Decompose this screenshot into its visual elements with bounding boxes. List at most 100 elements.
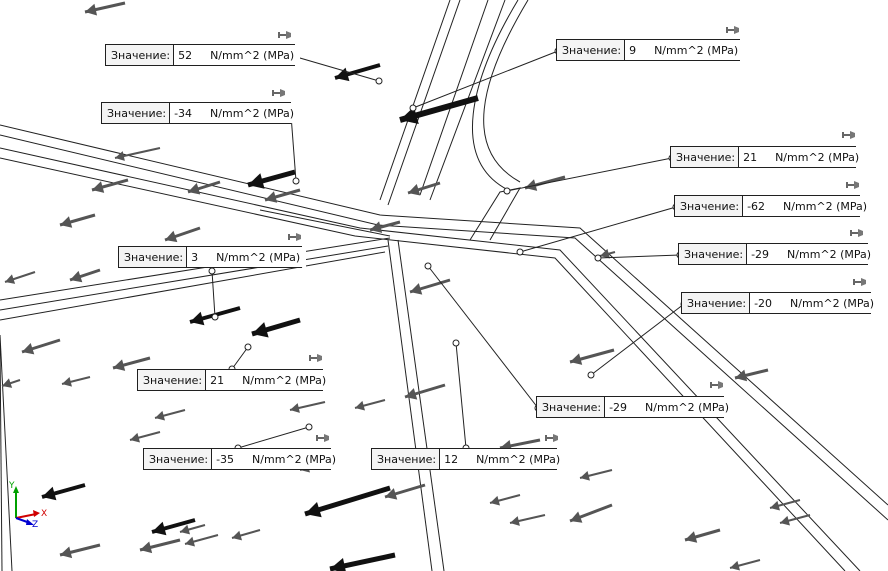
probe-point-marker [375,77,383,85]
stress-arrow [509,514,546,526]
stress-arrow [112,356,151,371]
triad-z-label: Z [32,520,38,528]
pin-icon[interactable] [309,353,323,363]
probe-leader-line [427,265,539,409]
stress-arrow [384,483,426,500]
probe-leader-line [292,55,380,82]
probe-value: -29 [605,397,632,417]
stress-arrow [304,485,391,518]
stress-arrow [329,552,396,571]
pin-icon[interactable] [316,433,330,443]
probe-label: Значение: [119,247,188,267]
probe-unit: N/mm^2 (MPa) [761,147,866,167]
probe-point-marker [503,187,511,195]
probe-point-marker [452,339,460,347]
pin-icon[interactable] [278,30,292,40]
stress-arrow [21,338,61,355]
probe-point-marker [594,254,602,262]
probe-label: Значение: [102,103,171,123]
probe-leader-line [290,114,297,182]
probe-value: 3 [187,247,203,267]
stress-arrow [369,220,401,233]
stress-arrow [179,524,206,535]
pin-icon[interactable] [850,228,864,238]
stress-arrow [779,514,811,526]
probe-point-marker [211,313,219,321]
stress-arrow [59,213,96,228]
stress-arrow [1,378,21,388]
stress-arrow [59,543,101,559]
probe-leader-line [231,346,249,370]
coordinate-triad: Y X Z [8,481,47,528]
probe-label: Значение: [682,293,751,313]
pin-icon[interactable] [846,180,860,190]
probe-unit: N/mm^2 (MPa) [776,293,881,313]
pin-icon[interactable] [710,380,724,390]
pin-icon[interactable] [288,232,302,242]
stress-arrow [154,409,186,421]
stress-arrow [91,178,129,193]
pin-icon[interactable] [726,25,740,35]
stress-arrow [129,431,161,443]
probe-point-marker [292,177,300,185]
probe-value: 12 [440,449,463,469]
probe-unit: N/mm^2 (MPa) [228,370,333,390]
probe-unit: N/mm^2 (MPa) [640,40,745,60]
probe-leader-line [506,157,673,192]
stress-arrows [1,1,811,571]
stress-arrow [247,169,296,189]
probe-label: Значение: [675,196,744,216]
stress-arrow [251,317,301,338]
stress-arrow [164,226,201,243]
probe-point-marker [516,248,524,256]
stress-arrow [734,368,769,382]
stress-arrow [231,529,261,541]
probe-point-marker [305,423,313,431]
probe-leader-line [519,206,677,253]
probe-leader-line [237,426,310,449]
stress-arrow [139,538,181,554]
probe-label: Значение: [557,40,626,60]
probe-unit: N/mm^2 (MPa) [773,244,878,264]
probe-leader-line [597,254,681,259]
pin-icon[interactable] [545,433,559,443]
probe-unit: N/mm^2 (MPa) [631,397,736,417]
stress-arrow [769,499,801,511]
probe-value: 9 [625,40,641,60]
stress-arrow [569,348,615,365]
triad-x-axis [15,513,37,519]
probe-label: Значение: [138,370,207,390]
probe-value: -62 [743,196,770,216]
stress-arrow [187,180,221,195]
pin-icon[interactable] [842,130,856,140]
probe-point-marker [208,267,216,275]
stress-arrow [729,559,761,571]
probe-value: 21 [739,147,762,167]
stress-arrow [569,503,613,523]
probe-value: -20 [750,293,777,313]
stress-arrow [151,518,196,536]
stress-arrow [184,534,219,547]
probe-point-marker [409,104,417,112]
pin-icon[interactable] [853,277,867,287]
stress-arrow [599,248,616,259]
stress-arrow [407,181,441,196]
pin-icon[interactable] [272,88,286,98]
probe-label: Значение: [537,397,606,417]
triad-x-label: X [41,509,47,519]
probe-label: Значение: [679,244,748,264]
